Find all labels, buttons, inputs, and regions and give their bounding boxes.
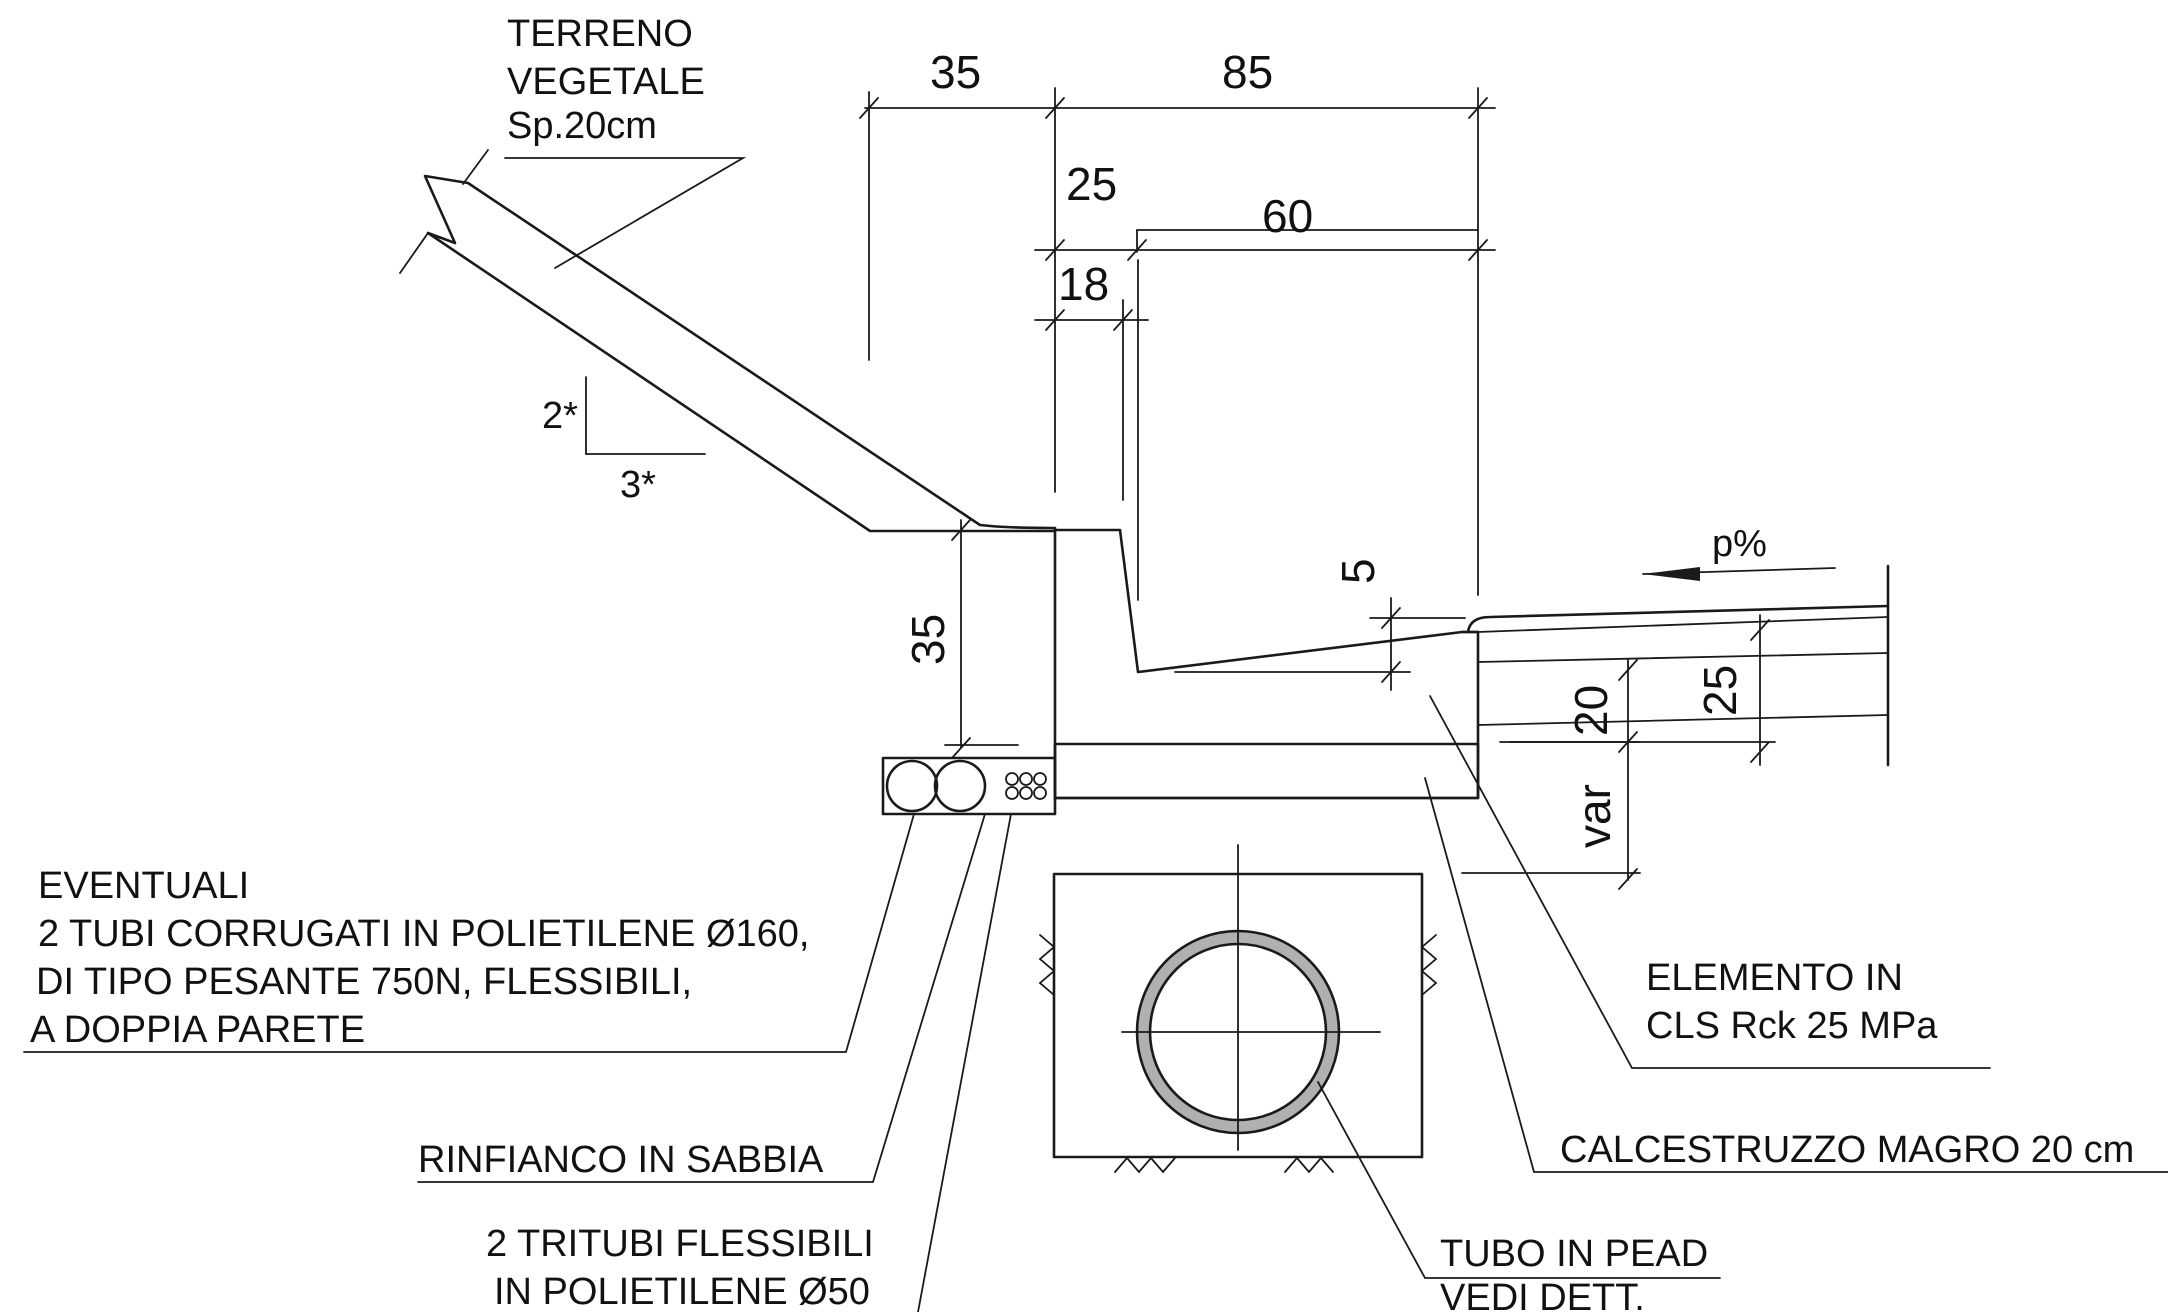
dim-kerb-step: 5 bbox=[1332, 558, 1384, 584]
lean-concrete-bed bbox=[1053, 742, 1480, 800]
dim-upper-wall: 25 bbox=[1066, 158, 1117, 210]
concrete-element bbox=[1053, 528, 1480, 800]
dim-pavement: 25 bbox=[1694, 665, 1746, 716]
topsoil-label: TERRENO VEGETALE Sp.20cm bbox=[507, 13, 705, 147]
slope-run-label: 3* bbox=[620, 464, 656, 506]
svg-text:ELEMENTO IN: ELEMENTO IN bbox=[1646, 957, 1903, 999]
svg-text:Sp.20cm: Sp.20cm bbox=[507, 105, 657, 147]
svg-text:2 TRITUBI FLESSIBILI: 2 TRITUBI FLESSIBILI bbox=[486, 1223, 874, 1265]
tritubes-label: 2 TRITUBI FLESSIBILI IN POLIETILENE Ø50 bbox=[486, 1223, 874, 1312]
dim-channel-width: 60 bbox=[1262, 190, 1313, 242]
dimension-lines bbox=[859, 87, 1776, 890]
dim-base: var bbox=[1568, 784, 1620, 848]
svg-text:2 TUBI CORRUGATI IN POLIETILEN: 2 TUBI CORRUGATI IN POLIETILENE Ø160, bbox=[38, 913, 809, 955]
pipe-trench bbox=[1038, 844, 1438, 1174]
dim-side-height: 35 bbox=[902, 614, 954, 665]
svg-text:VEGETALE: VEGETALE bbox=[507, 61, 705, 103]
dim-top-left: 35 bbox=[930, 46, 981, 98]
duct-block bbox=[881, 756, 1057, 816]
topsoil-layer bbox=[399, 149, 1057, 533]
svg-text:VEDI DETT.: VEDI DETT. bbox=[1440, 1277, 1645, 1312]
dim-wall-top: 18 bbox=[1058, 258, 1109, 310]
dim-top-right: 85 bbox=[1222, 46, 1273, 98]
slope-rise-label: 2* bbox=[542, 395, 578, 437]
crossfall-label: p% bbox=[1712, 523, 1767, 565]
leader-lines bbox=[23, 157, 2168, 1312]
svg-text:A DOPPIA PARETE: A DOPPIA PARETE bbox=[30, 1009, 365, 1051]
svg-text:CLS Rck 25 MPa: CLS Rck 25 MPa bbox=[1646, 1005, 1938, 1047]
slope-indicator bbox=[585, 376, 706, 455]
concrete-element-label: ELEMENTO IN CLS Rck 25 MPa bbox=[1646, 957, 1938, 1047]
sand-fill-label: RINFIANCO IN SABBIA bbox=[418, 1139, 824, 1181]
svg-text:DI TIPO PESANTE 750N, FLESSIBI: DI TIPO PESANTE 750N, FLESSIBILI, bbox=[36, 961, 692, 1003]
dim-slab: 20 bbox=[1565, 685, 1617, 736]
pavement-layers bbox=[1466, 564, 1890, 767]
ducts-label: EVENTUALI 2 TUBI CORRUGATI IN POLIETILEN… bbox=[30, 865, 809, 1051]
lean-concrete-label: CALCESTRUZZO MAGRO 20 cm bbox=[1560, 1129, 2134, 1171]
hdpe-pipe-label: TUBO IN PEAD VEDI DETT. bbox=[1440, 1233, 1708, 1312]
svg-text:TERRENO: TERRENO bbox=[507, 13, 693, 55]
svg-text:TUBO IN PEAD: TUBO IN PEAD bbox=[1440, 1233, 1708, 1275]
svg-text:IN POLIETILENE Ø50: IN POLIETILENE Ø50 bbox=[494, 1271, 870, 1312]
svg-text:EVENTUALI: EVENTUALI bbox=[38, 865, 249, 907]
